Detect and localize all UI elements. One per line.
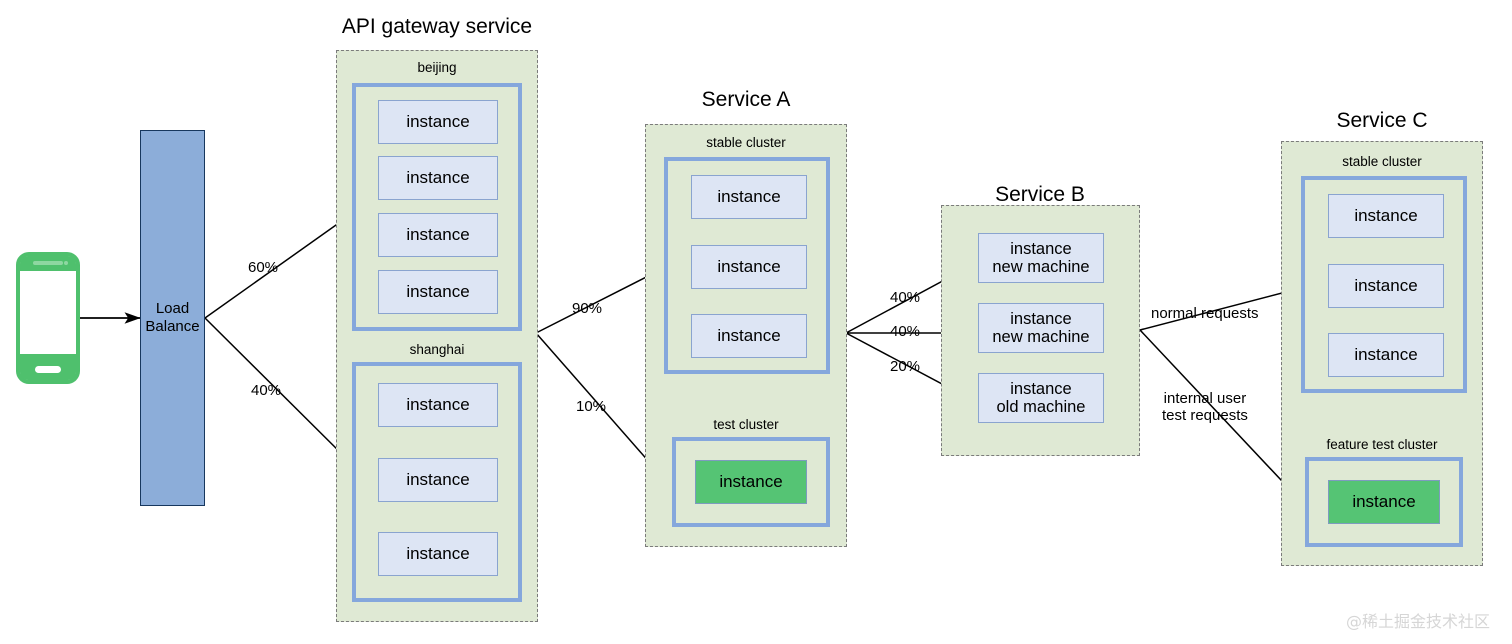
- edge-label-a-to-b-new2: 40%: [890, 323, 921, 340]
- instance-label: instance: [719, 472, 783, 492]
- cluster-stable-a: instance instance instance: [664, 157, 830, 374]
- cluster-stable-c: instance instance instance: [1301, 176, 1467, 393]
- cluster-beijing: instance instance instance instance: [352, 83, 522, 331]
- cluster-label-stable-a: stable cluster: [706, 135, 786, 150]
- cluster-feature-test-c: instance: [1305, 457, 1463, 547]
- mobile-phone-icon: [16, 252, 80, 384]
- phone-chin-bar: [20, 354, 76, 380]
- instance-label-line1: instance: [1010, 239, 1072, 258]
- cluster-test-a: instance: [672, 437, 830, 527]
- instance-label: instance: [1352, 492, 1416, 512]
- instance-box[interactable]: instance: [378, 270, 498, 314]
- instance-box[interactable]: instance: [1328, 264, 1444, 308]
- load-balance-node[interactable]: Load Balance: [140, 130, 205, 506]
- edge-label-lb-to-shanghai: 40%: [251, 382, 282, 399]
- instance-label: instance: [406, 282, 470, 302]
- edge-label-b-to-c-test-line1: internal user: [1163, 390, 1247, 407]
- edge-label-a-to-b-new1: 40%: [890, 289, 921, 306]
- instance-box-green[interactable]: instance: [695, 460, 807, 504]
- load-balance-label-line2: Balance: [145, 318, 200, 335]
- instance-box[interactable]: instance: [1328, 333, 1444, 377]
- instance-box[interactable]: instance old machine: [978, 373, 1104, 423]
- instance-box[interactable]: instance: [378, 458, 498, 502]
- edge-label-gw-to-test-a: 10%: [576, 398, 607, 415]
- edge-label-a-to-b-old: 20%: [890, 358, 921, 375]
- instance-box[interactable]: instance new machine: [978, 233, 1104, 283]
- service-b-title: Service B: [995, 183, 1085, 206]
- edge-label-b-to-c-test-line2: test requests: [1162, 407, 1248, 425]
- instance-label-line2: new machine: [992, 258, 1090, 276]
- instance-label-line2: new machine: [992, 328, 1090, 346]
- api-gateway-title: API gateway service: [341, 15, 533, 38]
- instance-box[interactable]: instance: [1328, 194, 1444, 238]
- instance-box[interactable]: instance: [378, 532, 498, 576]
- instance-label: instance: [406, 225, 470, 245]
- cluster-label-shanghai: shanghai: [409, 342, 465, 357]
- phone-home-button: [35, 366, 61, 373]
- instance-box[interactable]: instance: [691, 175, 807, 219]
- edge-label-gw-to-stable-a: 90%: [572, 300, 603, 317]
- instance-label: instance: [406, 470, 470, 490]
- instance-box[interactable]: instance new machine: [978, 303, 1104, 353]
- instance-label: instance: [1354, 276, 1418, 296]
- instance-label-line1: instance: [1010, 379, 1072, 398]
- service-c-title: Service C: [1336, 109, 1428, 132]
- instance-box[interactable]: instance: [691, 314, 807, 358]
- phone-camera-icon: [64, 261, 68, 265]
- instance-label: instance: [1354, 345, 1418, 365]
- instance-box[interactable]: instance: [378, 213, 498, 257]
- cluster-label-stable-c: stable cluster: [1342, 154, 1422, 169]
- instance-box[interactable]: instance: [378, 156, 498, 200]
- instance-box-green[interactable]: instance: [1328, 480, 1440, 524]
- phone-speaker-icon: [33, 261, 63, 265]
- watermark: @稀土掘金技术社区: [1345, 612, 1490, 631]
- instance-label: instance: [406, 395, 470, 415]
- edge-label-b-to-c-normal: normal requests: [1151, 305, 1259, 322]
- cluster-label-test-a: test cluster: [713, 417, 779, 432]
- cluster-label-feature-test-c: feature test cluster: [1326, 437, 1438, 452]
- service-a-title: Service A: [701, 88, 791, 111]
- cluster-label-beijing: beijing: [417, 60, 457, 75]
- phone-earpiece-bar: [20, 256, 76, 271]
- instance-label: instance: [717, 187, 781, 207]
- edge-label-b-to-c-test: internal user test requests: [1162, 390, 1248, 425]
- instance-box[interactable]: instance: [378, 100, 498, 144]
- edge-label-lb-to-beijing: 60%: [248, 259, 279, 276]
- instance-label-line2: old machine: [996, 398, 1086, 416]
- instance-label: instance: [406, 168, 470, 188]
- instance-label: instance: [406, 544, 470, 564]
- instance-label: instance: [406, 112, 470, 132]
- cluster-shanghai: instance instance instance: [352, 362, 522, 602]
- load-balance-label-line1: Load: [155, 300, 190, 318]
- instance-label: instance: [1354, 206, 1418, 226]
- instance-label: instance: [717, 326, 781, 346]
- instance-box[interactable]: instance: [378, 383, 498, 427]
- instance-box[interactable]: instance: [691, 245, 807, 289]
- instance-label: instance: [717, 257, 781, 277]
- instance-label-line1: instance: [1010, 309, 1072, 328]
